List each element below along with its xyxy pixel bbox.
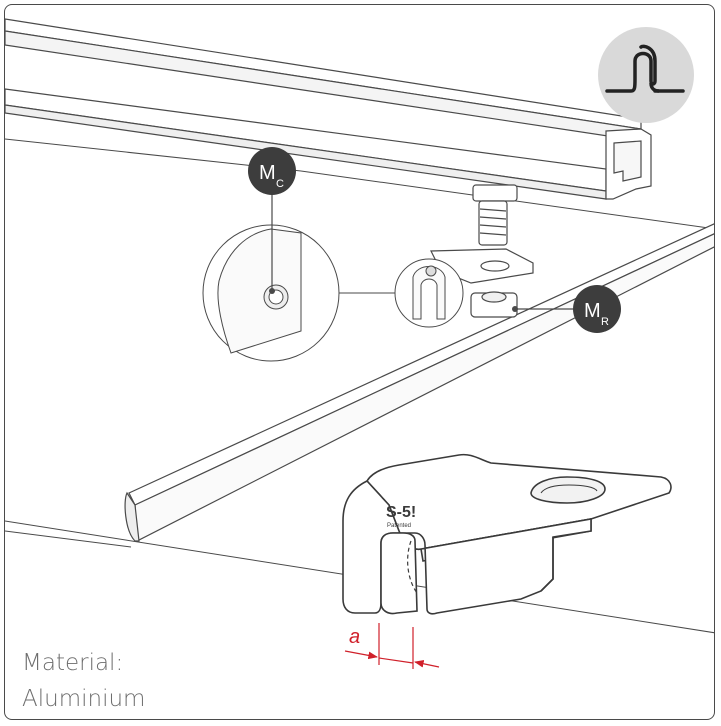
standing-seam <box>124 223 714 542</box>
callout-mr-main: M <box>584 300 601 322</box>
large-clamp <box>342 453 672 615</box>
callout-mc: M C <box>248 147 296 195</box>
screw <box>472 184 518 246</box>
material-note: Material: Aluminium <box>22 645 145 717</box>
dimension-label: a <box>349 626 360 648</box>
leader-dot-mr <box>512 306 518 312</box>
logo-bottom: Patented <box>387 523 411 529</box>
brand-logo: S-5! Patented <box>386 504 416 529</box>
callout-mr-sub: R <box>601 316 609 328</box>
material-value: Aluminium <box>22 686 146 712</box>
standing-seam-profile-icon <box>598 27 694 123</box>
callout-mr: M R <box>573 285 621 333</box>
leader-dot-mc <box>269 288 275 294</box>
dimension-a: a <box>344 623 440 669</box>
clamp-installation-diagram: M C M R S-5! Patented <box>5 18 714 669</box>
logo-top: S-5! <box>386 504 416 521</box>
magnifier-right <box>394 258 464 328</box>
diagram-frame: M C M R S-5! Patented <box>4 4 715 720</box>
callout-mc-main: M <box>259 162 276 184</box>
material-label: Material: <box>22 650 124 676</box>
callout-mc-sub: C <box>276 178 284 190</box>
mounting-rail <box>5 18 652 200</box>
